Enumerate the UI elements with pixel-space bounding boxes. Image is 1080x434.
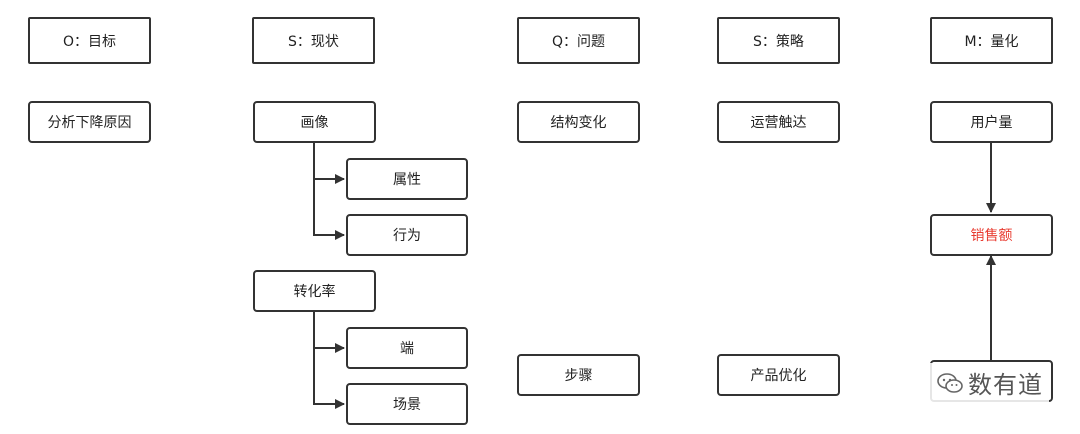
node-conversion-rate: 转化率 <box>253 270 376 312</box>
wechat-icon <box>937 372 963 393</box>
node-structure-change: 结构变化 <box>517 101 640 143</box>
header-measure: M：量化 <box>930 17 1053 64</box>
node-portrait: 画像 <box>253 101 376 143</box>
header-question: Q：问题 <box>517 17 640 64</box>
node-scene: 场景 <box>346 383 468 425</box>
connector-conversion-to-scene <box>313 348 345 409</box>
node-behavior: 行为 <box>346 214 468 256</box>
watermark-text: 数有道 <box>968 371 1043 399</box>
connector-portrait-to-behavior <box>313 179 345 240</box>
node-analyze-decline: 分析下降原因 <box>28 101 151 143</box>
node-user-volume: 用户量 <box>930 101 1053 143</box>
connector-portrait-to-attribute <box>313 143 345 184</box>
header-strategy: S：策略 <box>717 17 840 64</box>
header-situation: S：现状 <box>252 17 375 64</box>
header-objective: O：目标 <box>28 17 151 64</box>
watermark: 数有道 <box>930 363 1049 402</box>
node-product-optimization: 产品优化 <box>717 354 840 396</box>
connector-conversion-to-terminal <box>313 312 345 353</box>
node-sales: 销售额 <box>930 214 1053 256</box>
node-attribute: 属性 <box>346 158 468 200</box>
node-terminal: 端 <box>346 327 468 369</box>
node-steps: 步骤 <box>517 354 640 396</box>
node-ops-reach: 运营触达 <box>717 101 840 143</box>
